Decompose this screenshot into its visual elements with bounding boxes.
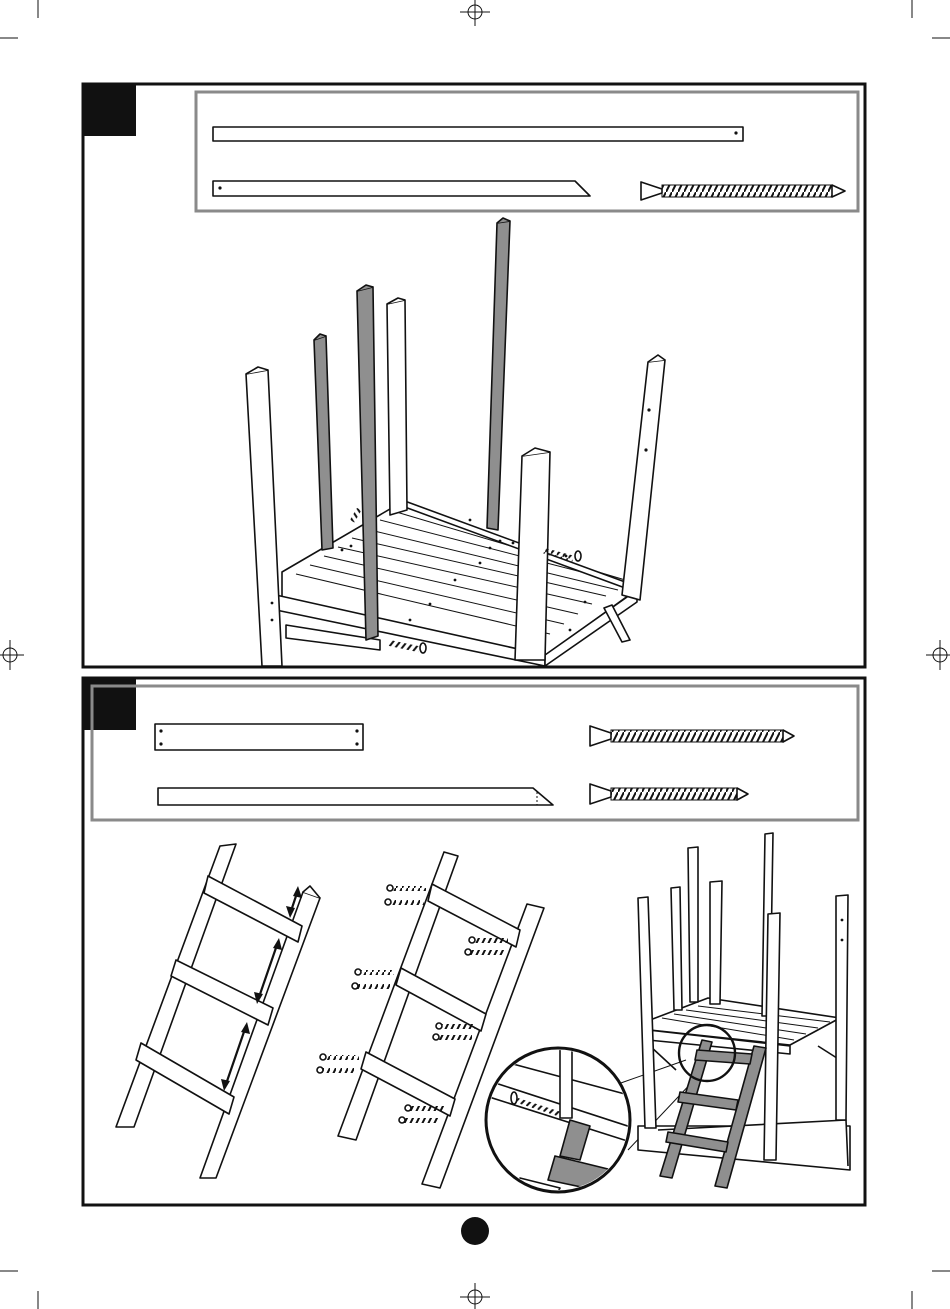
screw-icon [387,885,426,891]
ladder-rung-board [155,724,363,750]
registration-target-icon [460,1283,490,1309]
screw-icon [320,1054,359,1060]
deck-with-posts-illustration [246,218,665,666]
medium-screw-icon [590,784,748,804]
screw-icon [317,1067,356,1073]
registration-target-icon [926,640,950,670]
step-2-panel [83,678,865,1205]
screw-icon [389,640,426,653]
screw-icon [465,949,504,955]
screw-icon [352,983,391,989]
page-number-badge [461,1217,489,1245]
long-screw-icon [590,726,794,746]
rung-spacing-diagram [116,844,320,1178]
screw-icon [385,899,424,905]
long-screw-icon [641,182,845,200]
screw-icon [355,969,394,975]
registration-target-icon [460,0,490,26]
registration-target-icon [0,640,24,670]
long-rail-board [213,127,743,141]
screw-icon [399,1117,438,1123]
screw-icon [350,508,361,523]
angled-brace-board [213,181,590,196]
step-1-panel [83,84,865,667]
step-1-number-badge [83,84,136,136]
assembled-playhouse-with-ladder [638,833,850,1188]
ladder-side-rail-board [158,788,553,805]
screw-icon [433,1034,472,1040]
